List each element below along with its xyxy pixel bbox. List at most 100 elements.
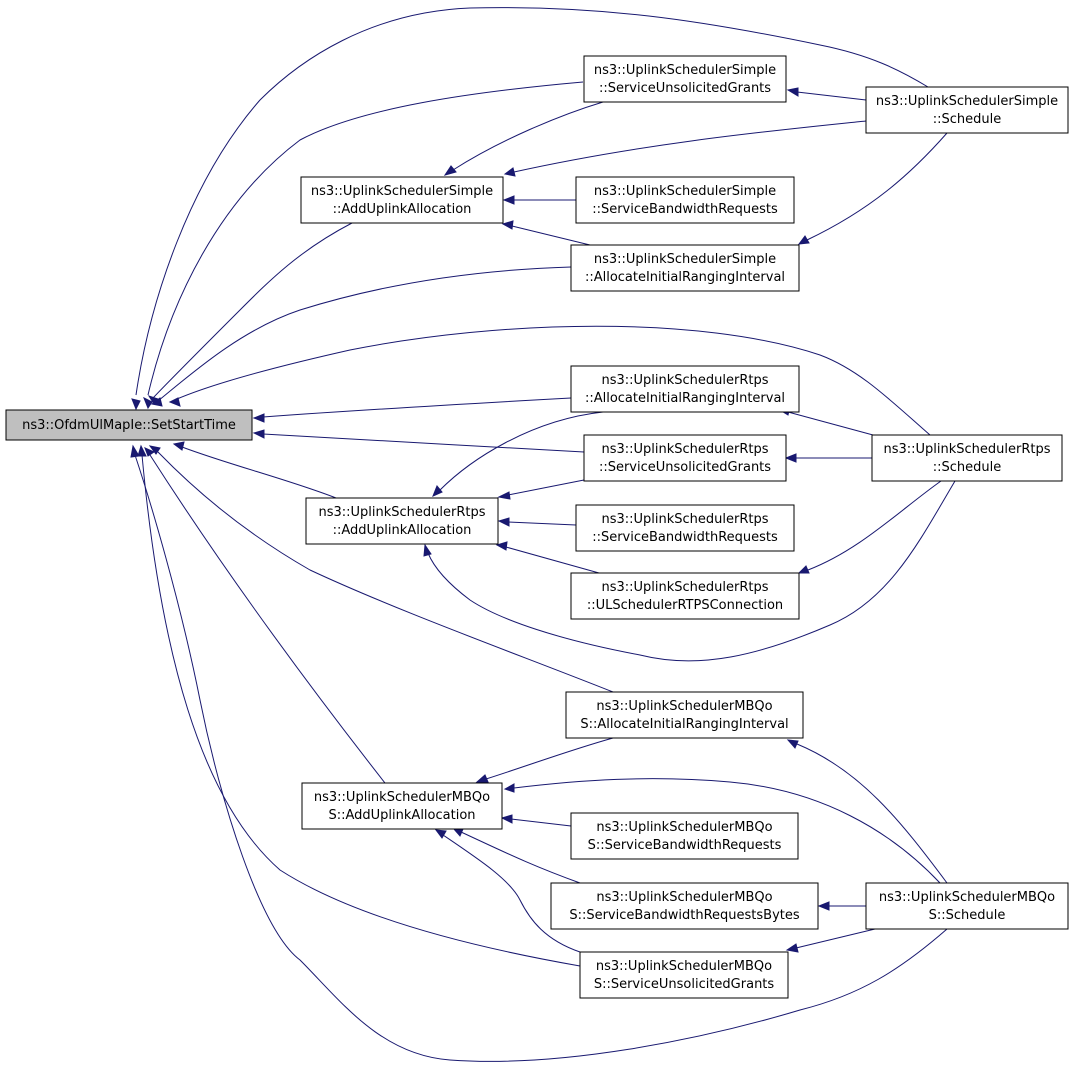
arrowhead-icon: [150, 397, 163, 407]
arrowhead-icon: [144, 447, 156, 457]
edge-line: [796, 91, 867, 101]
edge-r_sch-to-r_ulc: [797, 480, 942, 574]
edge-line: [485, 737, 614, 780]
node-label: S::ServiceBandwidthRequestsBytes: [569, 908, 800, 923]
edge-line: [152, 222, 353, 399]
arrowhead-icon: [497, 517, 510, 527]
node-label: ns3::UplinkSchedulerRtps: [601, 442, 768, 457]
node-box: [570, 365, 800, 413]
edge-s_sch-to-s_sug: [786, 87, 867, 101]
edge-s_sch-to-root: [131, 7, 929, 411]
arrowhead-icon: [501, 220, 514, 230]
node-label: ns3::UplinkSchedulerRtps: [601, 512, 768, 527]
edge-s_sbr-to-s_add: [502, 195, 576, 205]
node-m-sug[interactable]: ns3::UplinkSchedulerMBQoS::ServiceUnsoli…: [579, 951, 789, 999]
edge-m_airi-to-root: [148, 445, 614, 693]
edge-r_airi-to-r_add: [432, 411, 604, 497]
node-s-add[interactable]: ns3::UplinkSchedulerSimple::AddUplinkAll…: [300, 176, 504, 224]
edge-m_sch-to-m_sbrb: [817, 901, 866, 911]
edge-line: [262, 397, 572, 418]
edge-m_sbr-to-m_add: [500, 814, 572, 827]
arrowhead-icon: [475, 774, 489, 783]
edge-m_sug-to-root: [137, 444, 581, 967]
node-r-sch[interactable]: ns3::UplinkSchedulerRtps::Schedule: [871, 434, 1063, 482]
node-r-sug[interactable]: ns3::UplinkSchedulerRtps::ServiceUnsolic…: [583, 434, 787, 482]
node-label: ::AddUplinkAllocation: [333, 523, 472, 538]
edge-r_ulc-to-r_add: [495, 541, 600, 574]
arrowhead-icon: [503, 783, 515, 793]
node-label: ns3::UplinkSchedulerMBQo: [596, 890, 772, 905]
edge-m_sch-to-root: [130, 444, 948, 1062]
edge-line: [796, 743, 948, 884]
edge-line: [507, 521, 577, 526]
edge-line: [157, 451, 614, 693]
node-box: [570, 572, 800, 620]
edge-line: [147, 81, 584, 396]
node-label: ns3::UplinkSchedulerMBQo: [596, 699, 772, 714]
edge-r_sch-to-root: [168, 325, 931, 436]
edge-s_sch-to-s_add: [503, 120, 867, 177]
node-label: ::ServiceUnsolicitedGrants: [599, 81, 771, 96]
node-m-sbrb[interactable]: ns3::UplinkSchedulerMBQoS::ServiceBandwi…: [550, 882, 819, 930]
edge-line: [135, 7, 929, 396]
arrowhead-icon: [784, 453, 797, 463]
node-label: ns3::UplinkSchedulerSimple: [594, 184, 776, 199]
arrowhead-icon: [137, 444, 147, 457]
node-r-airi[interactable]: ns3::UplinkSchedulerRtps::AllocateInitia…: [570, 365, 800, 413]
node-s-sbr[interactable]: ns3::UplinkSchedulerSimple::ServiceBandw…: [575, 176, 795, 224]
node-label: S::AddUplinkAllocation: [328, 808, 475, 823]
node-s-sch[interactable]: ns3::UplinkSchedulerSimple::Schedule: [865, 86, 1069, 134]
edge-s_sug-to-s_add: [443, 101, 604, 176]
arrowhead-icon: [143, 396, 153, 410]
node-box: [550, 882, 819, 930]
node-box: [865, 882, 1069, 930]
edge-line: [181, 446, 337, 499]
edge-line: [507, 479, 585, 496]
edge-line: [141, 454, 581, 967]
node-label: ns3::UplinkSchedulerSimple: [311, 184, 493, 199]
node-box: [575, 176, 795, 224]
edge-r_sug-to-r_add: [497, 479, 585, 500]
node-r-sbr[interactable]: ns3::UplinkSchedulerRtps::ServiceBandwid…: [575, 504, 795, 552]
node-box: [583, 434, 787, 482]
edge-line: [511, 225, 591, 246]
node-label: ns3::UplinkSchedulerSimple: [876, 94, 1058, 109]
arrowhead-icon: [443, 165, 457, 176]
node-box: [301, 782, 503, 830]
arrowhead-icon: [131, 398, 141, 411]
node-box: [565, 691, 804, 739]
node-box: [865, 86, 1069, 134]
node-label: ns3::UplinkSchedulerMBQo: [596, 959, 772, 974]
node-root[interactable]: ns3::OfdmUlMapIe::SetStartTime: [5, 409, 253, 441]
arrowhead-icon: [148, 445, 161, 455]
node-label: S::Schedule: [929, 908, 1006, 923]
node-label: ns3::UplinkSchedulerRtps: [883, 442, 1050, 457]
node-m-airi[interactable]: ns3::UplinkSchedulerMBQoS::AllocateIniti…: [565, 691, 804, 739]
edge-m_sch-to-m_add: [503, 778, 941, 884]
edge-line: [460, 831, 581, 884]
edge-line: [134, 454, 948, 1062]
edge-r_sch-to-r_sug: [784, 453, 872, 463]
edge-r_sug-to-root: [252, 429, 585, 453]
node-label: ns3::UplinkSchedulerMBQo: [314, 790, 490, 805]
edge-line: [427, 480, 956, 662]
arrowhead-icon: [797, 235, 810, 245]
edge-m_sch-to-m_sug: [785, 928, 876, 953]
arrowhead-icon: [495, 541, 508, 551]
edge-line: [262, 433, 585, 453]
node-r-add[interactable]: ns3::UplinkSchedulerRtps::AddUplinkAlloc…: [305, 497, 499, 545]
node-label: ::AllocateInitialRangingInterval: [585, 270, 785, 285]
node-r-ulc[interactable]: ns3::UplinkSchedulerRtps::ULSchedulerRTP…: [570, 572, 800, 620]
edge-line: [795, 928, 876, 949]
node-s-sug[interactable]: ns3::UplinkSchedulerSimple::ServiceUnsol…: [583, 55, 787, 103]
node-s-airi[interactable]: ns3::UplinkSchedulerSimple::AllocateInit…: [570, 244, 800, 292]
node-m-add[interactable]: ns3::UplinkSchedulerMBQoS::AddUplinkAllo…: [301, 782, 503, 830]
edge-s_add-to-root: [147, 222, 353, 405]
node-label: ns3::UplinkSchedulerSimple: [594, 63, 776, 78]
edge-m_airi-to-m_add: [475, 737, 614, 783]
edge-line: [442, 834, 581, 953]
node-label: ::ULSchedulerRTPSConnection: [587, 598, 783, 613]
node-box: [305, 497, 499, 545]
node-m-sbr[interactable]: ns3::UplinkSchedulerMBQoS::ServiceBandwi…: [570, 812, 799, 860]
